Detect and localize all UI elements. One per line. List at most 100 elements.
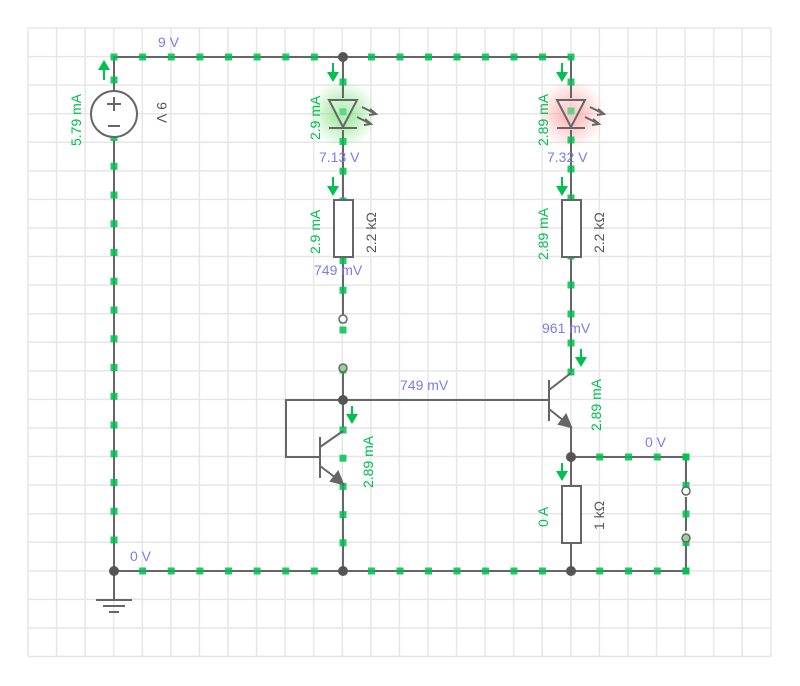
current-dot: [339, 326, 347, 334]
led-left-current: 2.9 mA: [307, 95, 323, 140]
current-dot: [110, 76, 118, 84]
arrow-down-icon: [556, 63, 568, 82]
junction[interactable]: [109, 566, 119, 576]
current-dot: [510, 567, 518, 575]
current-dot: [567, 165, 575, 173]
npn-transistor-icon[interactable]: [548, 372, 573, 430]
arrow-down-icon: [327, 177, 339, 196]
resistor-right-value: 2.2 kΩ: [591, 212, 607, 253]
resistor-right[interactable]: [561, 199, 582, 258]
led-icon[interactable]: [555, 99, 607, 130]
current-dot: [282, 53, 290, 61]
source-value: 9 V: [154, 102, 170, 124]
terminal-closed[interactable]: [681, 533, 691, 543]
terminal-closed[interactable]: [338, 363, 348, 373]
current-dot: [339, 426, 347, 434]
current-dot: [567, 136, 575, 144]
current-dot: [167, 53, 175, 61]
current-dot: [110, 249, 118, 256]
current-dot: [196, 53, 204, 61]
current-dot: [482, 567, 489, 575]
source-current: 5.79 mA: [68, 93, 84, 146]
current-dot: [368, 567, 375, 575]
junctions: [109, 52, 576, 576]
terminal-open[interactable]: [681, 486, 691, 496]
ground-icon[interactable]: [96, 599, 132, 613]
current-dot: [253, 53, 261, 61]
terminals: [338, 314, 691, 543]
current-dot: [110, 536, 118, 544]
current-dot: [396, 53, 404, 61]
resistor-bottom-value: 1 kΩ: [591, 501, 607, 530]
terminal-open[interactable]: [338, 314, 348, 324]
current-dot: [567, 53, 575, 61]
current-dot: [625, 567, 632, 575]
transistor-right-current: 2.89 mA: [588, 378, 604, 431]
current-dot: [682, 482, 690, 489]
current-dot: [110, 364, 118, 371]
current-dot: [682, 567, 690, 575]
current-dot: [110, 392, 118, 400]
current-dot: [396, 567, 404, 575]
current-dot: [339, 482, 347, 490]
current-dot: [310, 567, 318, 575]
current-dot: [339, 108, 347, 116]
junction[interactable]: [566, 566, 576, 576]
current-dot: [510, 53, 518, 61]
arrow-down-icon: [556, 177, 568, 196]
resistor-left[interactable]: [333, 199, 354, 258]
current-dot: [625, 453, 632, 461]
wire-diode-connect[interactable]: [285, 399, 343, 458]
led-icon[interactable]: [327, 99, 379, 130]
junction[interactable]: [338, 395, 348, 405]
arrow-down-icon: [327, 63, 339, 82]
junction[interactable]: [338, 52, 348, 62]
junction[interactable]: [566, 452, 576, 462]
arrow-down-icon: [346, 406, 358, 424]
resistor-bottom-current: 0 A: [535, 506, 551, 527]
resistor-bottom[interactable]: [561, 485, 582, 544]
current-dot: [567, 78, 575, 86]
current-dot: [110, 220, 118, 228]
current-dot: [339, 454, 347, 462]
transistor-left-current: 2.89 mA: [360, 435, 376, 488]
current-dot: [310, 53, 318, 61]
current-dot: [339, 78, 347, 86]
current-dot: [339, 167, 347, 175]
current-dot: [339, 539, 347, 547]
resistor-right-voltage: 961 mV: [542, 320, 591, 336]
resistor-left-value: 2.2 kΩ: [363, 212, 379, 253]
current-dot: [196, 567, 204, 575]
current-dot: [339, 511, 347, 519]
current-arrows: [98, 60, 587, 481]
current-dot: [339, 257, 347, 264]
current-dot: [482, 53, 489, 61]
current-dot: [596, 453, 604, 461]
current-dot: [139, 567, 147, 575]
current-dot: [567, 368, 575, 376]
dc-voltage-source-icon[interactable]: [90, 90, 138, 138]
current-dot: [653, 453, 661, 461]
resistor-right-current: 2.89 mA: [535, 207, 551, 260]
npn-transistor-icon[interactable]: [319, 430, 345, 486]
current-dot: [567, 281, 575, 289]
current-dot: [567, 310, 575, 318]
current-dot: [682, 453, 690, 461]
junction[interactable]: [338, 566, 348, 576]
led-right-current: 2.89 mA: [535, 93, 551, 146]
arrow-up-icon: [98, 60, 110, 80]
current-dot: [167, 567, 175, 575]
current-dot: [567, 107, 575, 115]
top-rail-voltage: 9 V: [158, 34, 180, 50]
resistor-left-current: 2.9 mA: [307, 209, 323, 254]
current-dot: [139, 53, 147, 61]
current-dot: [110, 450, 118, 458]
current-dot: [453, 567, 461, 575]
current-dot: [282, 567, 290, 575]
current-dot: [110, 479, 118, 486]
led-right-voltage: 7.32 V: [547, 149, 588, 165]
current-dot: [425, 53, 432, 61]
current-dot: [539, 53, 546, 61]
ground-rail-voltage: 0 V: [130, 548, 152, 564]
